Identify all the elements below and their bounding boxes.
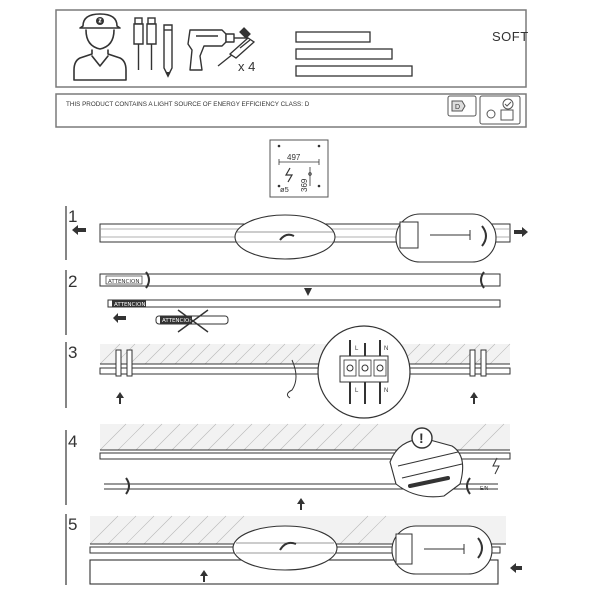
step-1: 1 <box>65 206 528 263</box>
energy-label-letter: D <box>455 104 460 111</box>
pencil-icon <box>163 24 173 78</box>
lamp-tube-icon <box>295 31 413 77</box>
warning-mark: ! <box>419 430 424 446</box>
energy-notice-box: THIS PRODUCT CONTAINS A LIGHT SOURCE OF … <box>55 93 527 128</box>
step-number-2: 2 <box>68 272 77 291</box>
step-number-3: 3 <box>68 343 77 362</box>
energy-label-icon: D <box>447 95 521 125</box>
variant-label: SOFT <box>492 29 529 44</box>
mounting-template: 497 369 ø5 <box>269 139 329 198</box>
arrow-icon <box>72 225 528 237</box>
step-3: 3 L <box>65 325 511 419</box>
warning-icon: ! <box>411 427 433 449</box>
installer-icon <box>73 13 127 81</box>
screw-icon <box>217 27 256 67</box>
template-width: 497 <box>287 153 301 162</box>
tube-label-bottom: ATTENCION <box>162 318 193 324</box>
tube-label-middle: ATTENCION <box>114 302 145 308</box>
step-4: 4 E/N ! <box>65 423 511 510</box>
energy-notice-text: THIS PRODUCT CONTAINS A LIGHT SOURCE OF … <box>66 101 310 108</box>
terminal-bottom-l: L <box>355 388 359 394</box>
screw-count: x 4 <box>238 59 255 74</box>
terminal-bottom-n: N <box>384 388 388 394</box>
template-height: 369 <box>300 178 309 192</box>
tools-box: x 4 SOFT <box>55 9 529 88</box>
screwdriver-icon <box>133 17 157 70</box>
terminal-top-n: N <box>384 346 388 352</box>
tube-label-top: ATTENCION <box>108 279 139 285</box>
step-number-4: 4 <box>68 432 77 451</box>
step-number-5: 5 <box>68 515 77 534</box>
template-hole: ø5 <box>280 185 289 194</box>
terminal-top-l: L <box>355 346 359 352</box>
step-5: 5 <box>65 514 522 585</box>
step-2: 2 ATTENCION ATTENCION ATTENCION <box>65 270 501 335</box>
tube-end-mark: E/N <box>480 486 489 492</box>
step-number-1: 1 <box>68 207 77 226</box>
